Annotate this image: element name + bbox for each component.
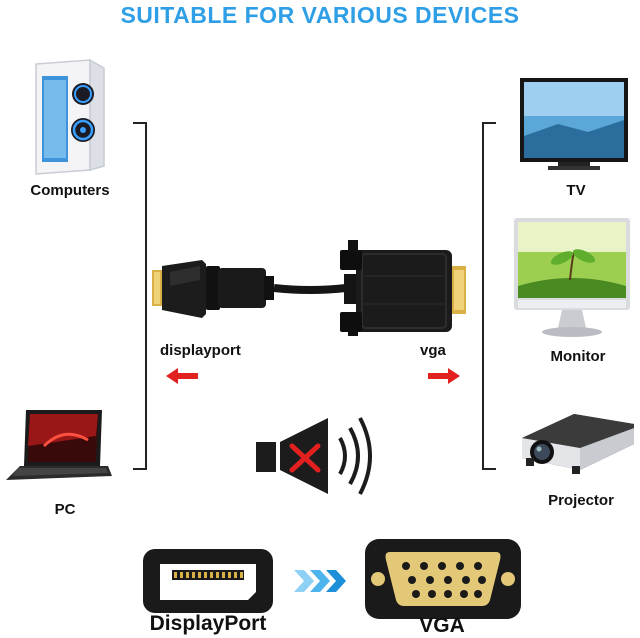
- device-label-pc: PC: [54, 501, 76, 518]
- laptop-icon: [6, 410, 112, 480]
- displayport-port-icon: [143, 549, 273, 613]
- device-label-projector: Projector: [548, 492, 614, 509]
- cable-end-label-vga: vga: [420, 342, 446, 359]
- connector-label-displayport: DisplayPort: [149, 612, 267, 635]
- vga-port-icon: [365, 539, 521, 619]
- tv-icon: [520, 78, 628, 170]
- cable-end-label-displayport: displayport: [160, 342, 241, 359]
- left-bracket: [133, 122, 147, 470]
- connector-label-vga: VGA: [419, 614, 465, 637]
- no-audio-icon: [256, 417, 372, 495]
- projector-icon: [522, 414, 634, 474]
- arrow-right-icon: [428, 368, 460, 384]
- dp-to-vga-cable: [152, 240, 466, 336]
- page-title: SUITABLE FOR VARIOUS DEVICES: [120, 2, 520, 28]
- monitor-icon: [514, 218, 630, 337]
- device-label-computers: Computers: [30, 182, 110, 199]
- right-bracket: [482, 122, 496, 470]
- chevrons-right-icon: [294, 570, 346, 592]
- device-label-monitor: Monitor: [550, 348, 606, 365]
- desktop-computer-icon: [35, 58, 105, 175]
- device-label-tv: TV: [566, 182, 586, 199]
- arrow-left-icon: [166, 368, 198, 384]
